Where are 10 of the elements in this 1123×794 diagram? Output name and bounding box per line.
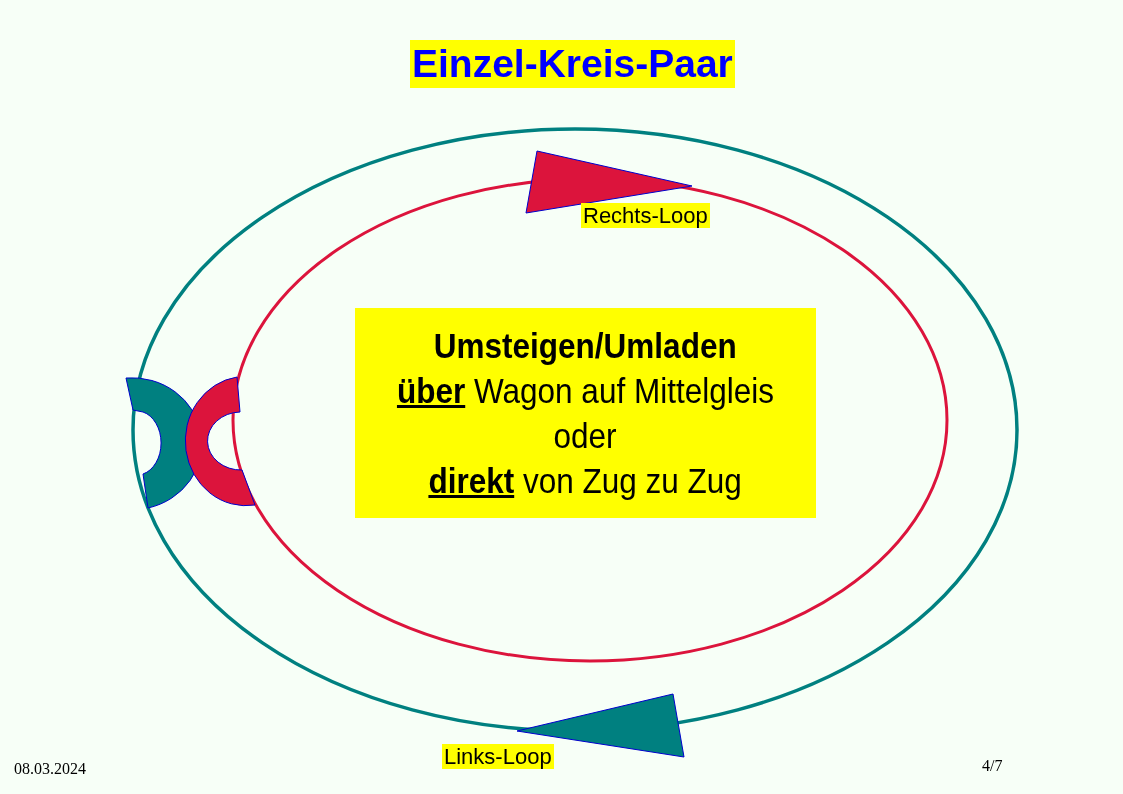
text-box [355, 308, 816, 518]
footer-text: 08.03.2024 [13, 760, 87, 779]
footer-text: 4/7 [981, 757, 1004, 776]
box-text: direkt von Zug zu Zug [428, 460, 743, 502]
loop-label: Rechts-Loop [581, 203, 710, 229]
box-text: über Wagon auf Mittelgleis [397, 370, 774, 412]
box-text: Umsteigen/Umladen [434, 325, 737, 367]
box-text: oder [553, 415, 618, 457]
loop-label: Links-Loop [442, 744, 554, 770]
title: Einzel-Kreis-Paar [410, 40, 735, 88]
